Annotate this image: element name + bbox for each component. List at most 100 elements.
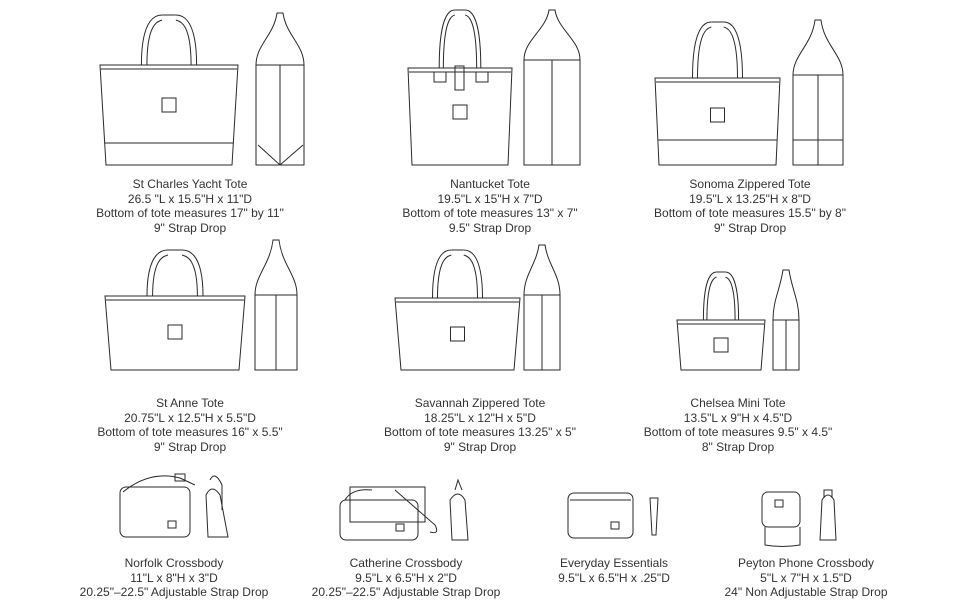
product-bottom: Bottom of tote measures 13" x 7" — [402, 206, 578, 221]
everyday-side — [649, 497, 659, 536]
handle-right-inner — [463, 254, 478, 299]
side-body — [792, 19, 844, 166]
bag-body — [761, 491, 801, 528]
handle-right — [181, 249, 204, 297]
handle-left — [702, 271, 717, 321]
side-body — [254, 239, 298, 371]
handle-right-inner — [181, 254, 198, 297]
handle-left — [146, 249, 169, 297]
crossbody-strap — [122, 475, 196, 493]
side-body — [819, 494, 837, 541]
peyton-front — [761, 491, 801, 547]
product-name: Everyday Essentials — [559, 556, 669, 570]
side-body — [523, 9, 581, 166]
bag-body — [676, 319, 766, 371]
product-dimensions: 9.5"L x 6.5"H x 2"D — [355, 570, 457, 585]
crossbody-strap-left — [344, 489, 373, 501]
handle-left-inner — [437, 254, 452, 299]
handle-right-inner — [725, 276, 736, 321]
bag-body — [654, 77, 781, 166]
st-anne-front — [104, 249, 246, 371]
handle-right — [465, 9, 482, 69]
product-name: Sonoma Zippered Tote — [689, 177, 811, 191]
product-dimensions: 9.5"L x 6.5"H x .25"D — [558, 570, 670, 585]
strap-buckle-left — [433, 71, 447, 83]
savannah-front — [394, 249, 521, 371]
norfolk-front — [119, 473, 196, 538]
bag-body — [394, 297, 521, 371]
nantucket-side — [523, 9, 581, 166]
strap-buckle-right — [475, 71, 489, 83]
logo-patch — [450, 326, 465, 342]
logo-patch — [610, 521, 620, 530]
logo-patch — [167, 520, 177, 529]
bag-body — [407, 67, 513, 166]
crossbody-strap-right — [394, 489, 438, 534]
logo-patch — [774, 499, 784, 508]
handle-right — [725, 271, 740, 321]
side-body — [772, 269, 800, 371]
handle-left-inner — [697, 26, 712, 79]
product-strap: 9.5" Strap Drop — [448, 220, 532, 235]
product-name: Peyton Phone Crossbody — [737, 556, 875, 570]
product-strap: 20.25"–22.5" Adjustable Strap Drop — [311, 585, 501, 600]
handle-left — [438, 9, 455, 69]
handle-right — [463, 249, 483, 299]
logo-patch — [395, 523, 405, 532]
product-name: St Anne Tote — [156, 396, 224, 410]
product-caption-st-charles: St Charles Yacht Tote 26.5 "L x 15.5"H x… — [96, 177, 284, 235]
product-name: Catherine Crossbody — [349, 556, 463, 570]
sonoma-front — [654, 21, 781, 166]
bottom-pocket — [764, 527, 801, 547]
st-charles-side — [255, 12, 305, 166]
logo-patch — [167, 324, 183, 340]
product-caption-catherine: Catherine Crossbody 9.5"L x 6.5"H x 2"D … — [312, 556, 501, 600]
chelsea-side — [772, 269, 800, 371]
product-strap: 20.25"–22.5" Adjustable Strap Drop — [79, 585, 269, 600]
strap-buckle — [174, 473, 186, 482]
everyday-front — [567, 492, 634, 539]
bag-body — [339, 499, 419, 541]
handle-left-inner — [442, 14, 456, 69]
side-strap — [209, 475, 223, 510]
product-dimensions: 26.5 "L x 15.5"H x 11"D — [127, 191, 253, 206]
chelsea-front — [676, 271, 766, 371]
product-bottom: Bottom of tote measures 17" by 11" — [96, 206, 284, 221]
handle-left-inner — [146, 19, 163, 66]
product-bottom: Bottom of tote measures 9.5" x 4.5" — [643, 425, 833, 440]
product-caption-peyton: Peyton Phone Crossbody 5"L x 7"H x 1.5"D… — [724, 556, 887, 600]
product-bottom: Bottom of tote measures 15.5" by 8" — [654, 206, 846, 221]
side-base-fold — [257, 144, 304, 166]
product-caption-everyday: Everyday Essentials 9.5"L x 6.5"H x .25"… — [558, 556, 670, 585]
product-name: Norfolk Crossbody — [124, 556, 224, 570]
handle-left-inner — [152, 254, 169, 297]
product-dimensions: 20.75"L x 12.5"H x 5.5"D — [124, 410, 256, 425]
product-caption-savannah: Savannah Zippered Tote 18.25"L x 12"H x … — [384, 396, 576, 454]
st-charles-front — [99, 14, 239, 166]
catherine-side — [449, 478, 469, 541]
product-caption-norfolk: Norfolk Crossbody 11"L x 8"H x 3"D 20.25… — [80, 556, 269, 600]
sonoma-side — [792, 19, 844, 166]
product-dimensions: 19.5"L x 13.25"H x 8"D — [689, 191, 811, 206]
product-strap: 8" Strap Drop — [701, 439, 775, 454]
product-dimensions: 13.5"L x 9"H x 4.5"D — [683, 410, 793, 425]
handle-right-inner — [723, 26, 738, 79]
side-strap — [823, 489, 833, 498]
bag-body — [99, 64, 239, 166]
handle-right-inner — [175, 19, 192, 66]
side-strap — [454, 478, 463, 491]
product-dimensions: 18.25"L x 12"H x 5"D — [424, 410, 536, 425]
handle-left — [432, 249, 452, 299]
product-dimensions: 5"L x 7"H x 1.5"D — [760, 570, 852, 585]
handle-right — [723, 21, 743, 79]
product-bottom: Bottom of tote measures 13.25" x 5" — [384, 425, 576, 440]
logo-patch — [713, 337, 729, 353]
product-strap: 9" Strap Drop — [153, 439, 227, 454]
product-name: Nantucket Tote — [450, 177, 530, 191]
catherine-front — [339, 486, 438, 541]
norfolk-side — [205, 475, 229, 538]
bag-body — [119, 486, 191, 538]
peyton-side — [819, 489, 837, 541]
side-body — [523, 244, 561, 371]
product-dimensions: 11"L x 8"H x 3"D — [130, 570, 218, 585]
